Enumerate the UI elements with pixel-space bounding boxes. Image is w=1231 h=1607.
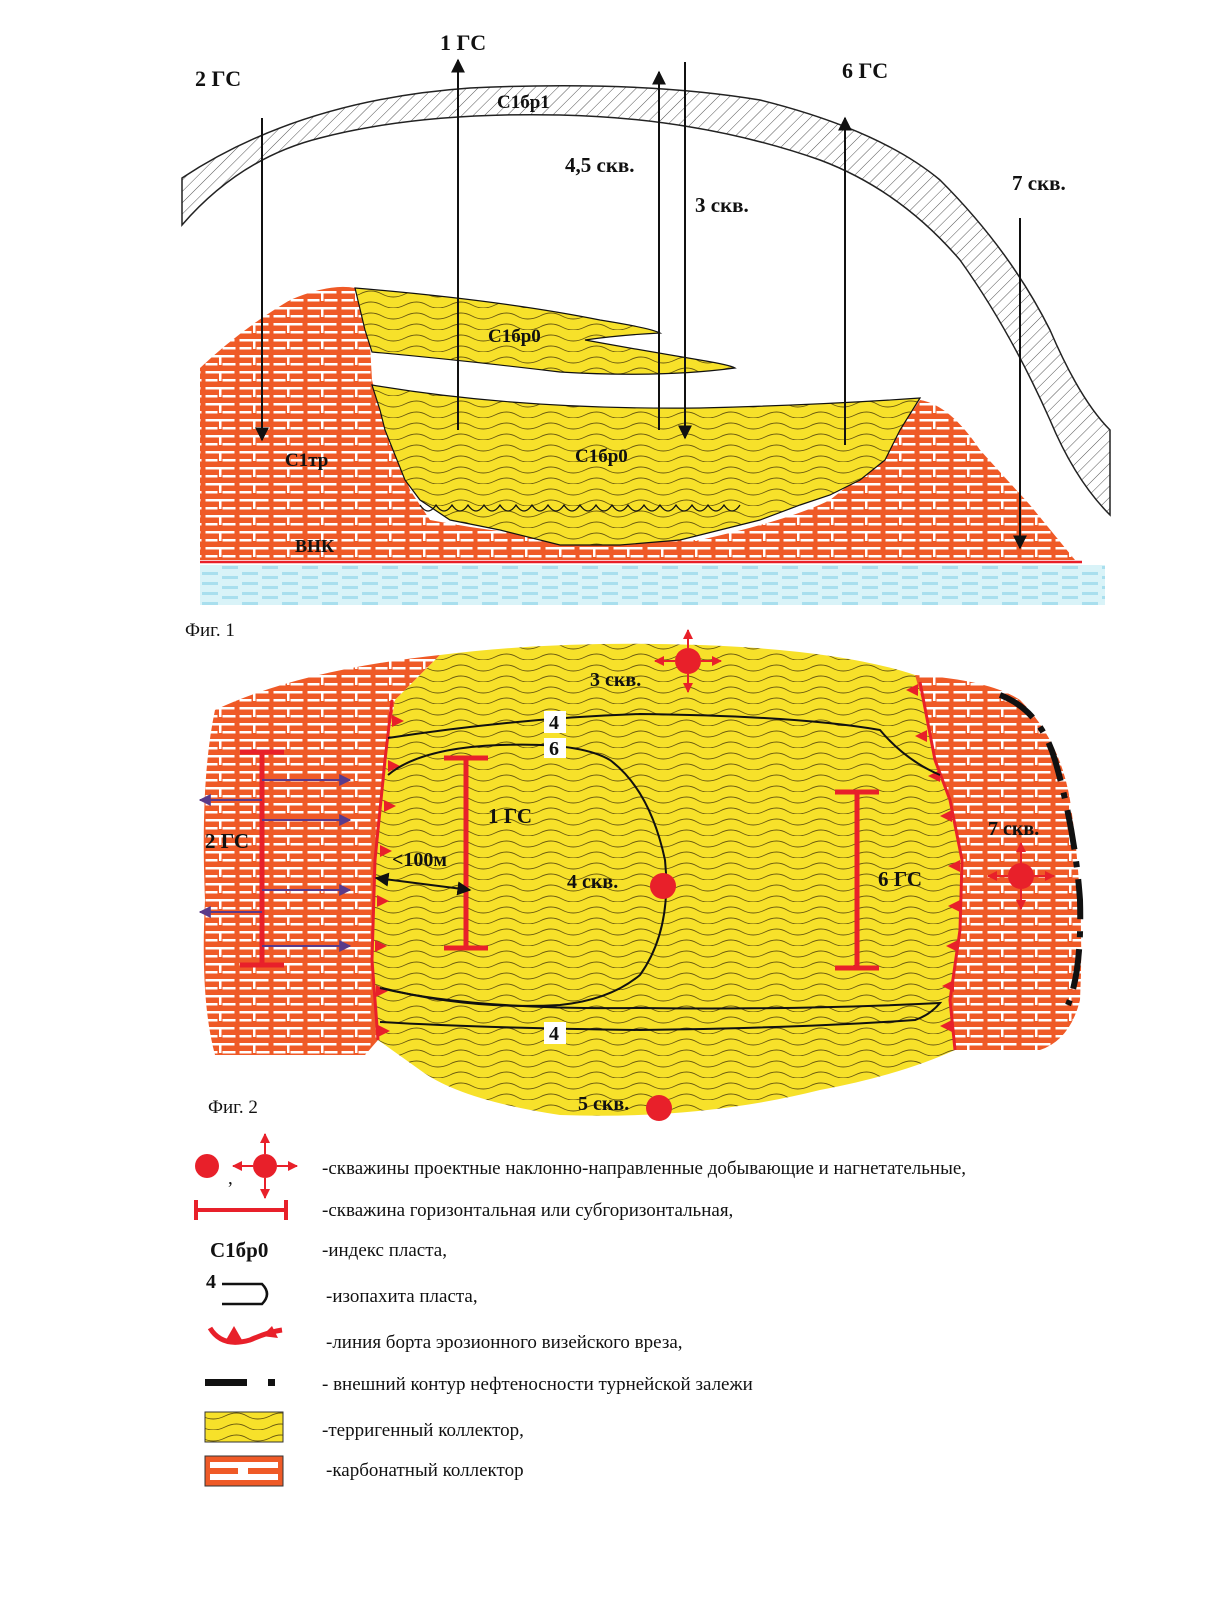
legend-text-horizontal-well: -скважина горизонтальная или субгоризонт…: [322, 1200, 733, 1221]
legend-text-wells: -скважины проектные наклонно-направленны…: [322, 1158, 966, 1179]
label-4-5-well: 4,5 скв.: [565, 153, 635, 177]
well-5-dot: [646, 1095, 672, 1121]
lens-scalloped-base: [419, 503, 741, 512]
well-3-injector: [654, 629, 722, 693]
legend-text-isopach: -изопахита пласта,: [326, 1286, 478, 1307]
legend-text-index: -индекс пласта,: [322, 1240, 447, 1261]
legend-symbol-oil-contour: [205, 1379, 275, 1386]
legend-symbol-erosion: [207, 1326, 283, 1345]
legend: , -скважины проектные наклонно-направлен…: [194, 1133, 966, 1487]
carbonate-body-section: [200, 286, 1075, 560]
legend-symbol-isopach: [222, 1282, 269, 1306]
erosion-triangles: [375, 684, 960, 1037]
isopach-value-bottom: 4: [549, 1023, 559, 1045]
legend-comma: ,: [228, 1168, 233, 1189]
c1br1-hatched-band: [181, 84, 1111, 517]
legend-text-carbonate: -карбонатный коллектор: [326, 1460, 524, 1481]
label-6gs: 6 ГС: [842, 58, 888, 83]
upper-sand-tongue: [354, 287, 737, 375]
hwell-2gs: [240, 749, 284, 968]
figure-1-cross-section: [181, 84, 1111, 605]
label-3-well: 3 скв.: [695, 193, 749, 217]
legend-symbol-index: С1бр0: [210, 1238, 268, 1262]
figure-2-plan: 4 6 4: [198, 629, 1084, 1121]
well-7-injector: [987, 842, 1055, 910]
legend-symbol-horizontal-well: [194, 1200, 288, 1220]
isopach-value-top: 4: [549, 712, 559, 734]
label-fig2-4-well: 4 скв.: [567, 871, 618, 893]
label-fig2-1gs: 1 ГС: [488, 804, 532, 828]
legend-text-erosion: -линия борта эрозионного визейского врез…: [326, 1332, 683, 1353]
isopach-value-inner: 6: [549, 738, 559, 760]
label-fig2-2gs: 2 ГС: [205, 829, 249, 853]
label-c1br1: С1бр1: [497, 92, 550, 113]
label-fig2-6gs: 6 ГС: [878, 867, 922, 891]
legend-text-terrigenous: -терригенный коллектор,: [322, 1420, 524, 1441]
label-owc: ВНК: [295, 536, 334, 556]
figure-1-caption: Фиг. 1: [185, 620, 235, 641]
flow-arrows-2gs: [198, 774, 352, 952]
erosion-boundary-left: [370, 699, 394, 1041]
label-fig2-5-well: 5 скв.: [578, 1093, 629, 1115]
isopach-badge-inner: [544, 738, 566, 758]
figure-1-labels: 2 ГС 1 ГС 4,5 скв. 3 скв. 6 ГС 7 скв. С1…: [185, 30, 1066, 641]
isopach-badge-top: [544, 711, 566, 733]
legend-text-oil-contour: - внешний контур нефтеносности турнейско…: [322, 1374, 753, 1395]
water-zone: [200, 565, 1105, 605]
legend-symbol-carbonate: [204, 1455, 284, 1487]
hwell-1gs: [444, 755, 488, 951]
label-fig2-3-well: 3 скв.: [590, 669, 641, 691]
label-1gs: 1 ГС: [440, 30, 486, 55]
label-fig2-7-well: 7 скв.: [988, 818, 1039, 840]
figure-1-wells: [255, 58, 1027, 550]
legend-symbol-wells: ,: [195, 1133, 298, 1199]
distance-arrow: [374, 872, 472, 896]
isopach-outer: [379, 712, 943, 1032]
main-sand-lens: [371, 384, 922, 546]
hwell-6gs: [835, 789, 879, 971]
label-main-c1br0: С1бр0: [575, 446, 628, 467]
legend-symbol-isopach-number: 4: [206, 1271, 216, 1293]
isopach-inner: [381, 743, 668, 1007]
label-distance: <100м: [392, 849, 447, 871]
well-4-dot: [650, 873, 676, 899]
figure-2-caption: Фиг. 2: [208, 1097, 258, 1118]
label-upper-c1br0: С1бр0: [488, 326, 541, 347]
label-c1tr: С1тр: [285, 450, 328, 471]
oil-contour-external: [998, 692, 1084, 1007]
label-7-well: 7 скв.: [1012, 171, 1066, 195]
isopach-badge-bottom: [544, 1022, 566, 1044]
legend-symbol-terrigenous: [204, 1411, 284, 1443]
label-2gs: 2 ГС: [195, 66, 241, 91]
erosion-boundary-right: [918, 681, 964, 1051]
horizontal-wells: [240, 749, 879, 971]
